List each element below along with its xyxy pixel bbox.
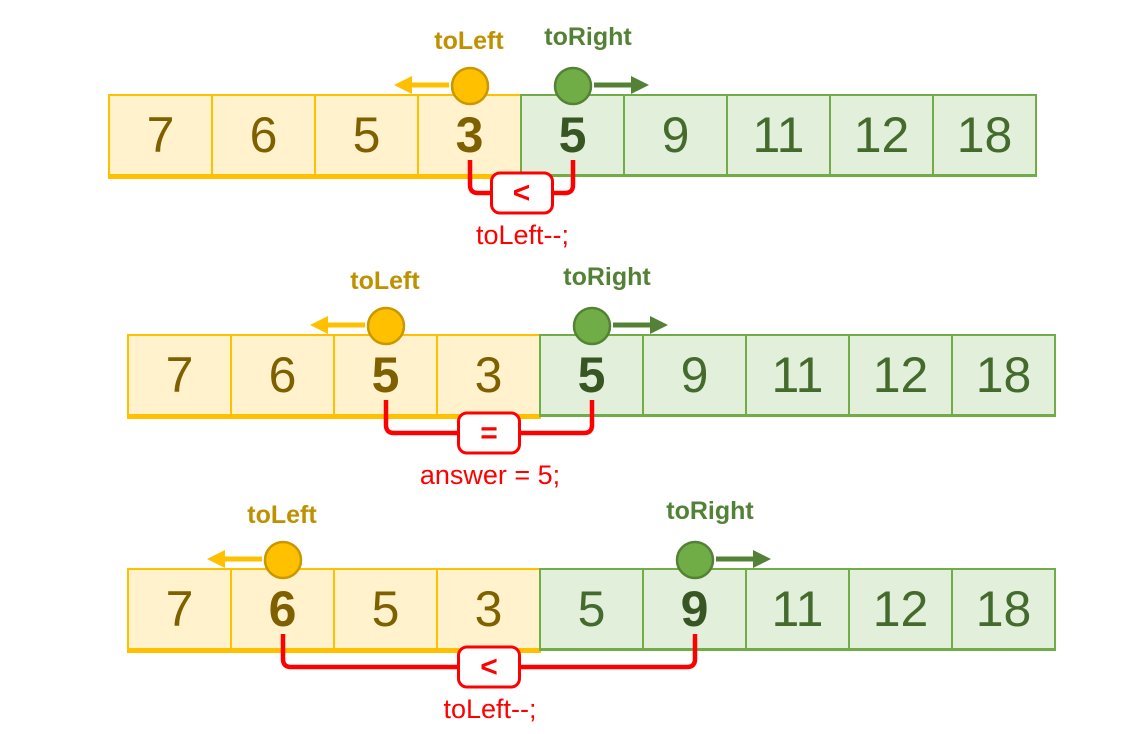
toleft-label: toLeft: [247, 501, 317, 529]
step-caption: toLeft--;: [475, 220, 570, 250]
array-cell: 9: [644, 336, 747, 414]
array-cell: 5: [316, 96, 419, 174]
operator-symbol: <: [480, 650, 498, 683]
toright-pointer-icon: [553, 66, 649, 106]
toleft-pointer-icon: [310, 306, 406, 346]
array-cell: 6: [213, 96, 316, 174]
array-cell: 5: [335, 570, 438, 648]
toleft-pointer-icon: [207, 540, 303, 580]
array-cell: 11: [747, 570, 850, 648]
array-cell: 5: [541, 570, 644, 648]
array-cell: 5: [335, 336, 438, 414]
array-cell: 3: [455, 107, 484, 163]
array-cell: 18: [975, 581, 1032, 637]
operator-symbol: =: [480, 416, 498, 449]
toleft-label: toLeft: [350, 267, 420, 295]
array-cell: 6: [232, 336, 335, 414]
step-caption: answer = 5;: [419, 460, 561, 490]
toright-label: toRight: [563, 263, 651, 291]
toright-pointer-icon: [675, 540, 771, 580]
comparison-operator-box: <: [489, 171, 554, 215]
array-cell: 9: [625, 96, 728, 174]
array-cell: 12: [850, 336, 953, 414]
toright-label: toRight: [544, 23, 632, 51]
array-cell: 11: [747, 336, 850, 414]
comparison-operator-box: <: [457, 645, 521, 689]
step-caption: toLeft--;: [443, 694, 537, 724]
array-cell: 11: [728, 96, 831, 174]
array-cell: 18: [956, 107, 1013, 163]
array-cell: 5: [541, 336, 644, 414]
operator-symbol: <: [512, 176, 531, 209]
array-cell: 6: [232, 570, 335, 648]
array-cell: 7: [129, 570, 232, 648]
array-cell: 7: [110, 96, 213, 174]
toleft-pointer-icon: [394, 66, 490, 106]
comparison-operator-box: =: [457, 411, 521, 455]
array-cell: 3: [474, 581, 503, 637]
toright-label: toRight: [666, 497, 754, 525]
toright-pointer-icon: [572, 306, 668, 346]
array-cell: 5: [522, 96, 625, 174]
array-cell: 18: [975, 347, 1032, 403]
array-cell: 12: [831, 96, 934, 174]
array-cell: 7: [129, 336, 232, 414]
array-cell: 12: [850, 570, 953, 648]
toleft-label: toLeft: [434, 27, 504, 55]
array-cell: 9: [644, 570, 747, 648]
array-cell: 3: [474, 347, 503, 403]
